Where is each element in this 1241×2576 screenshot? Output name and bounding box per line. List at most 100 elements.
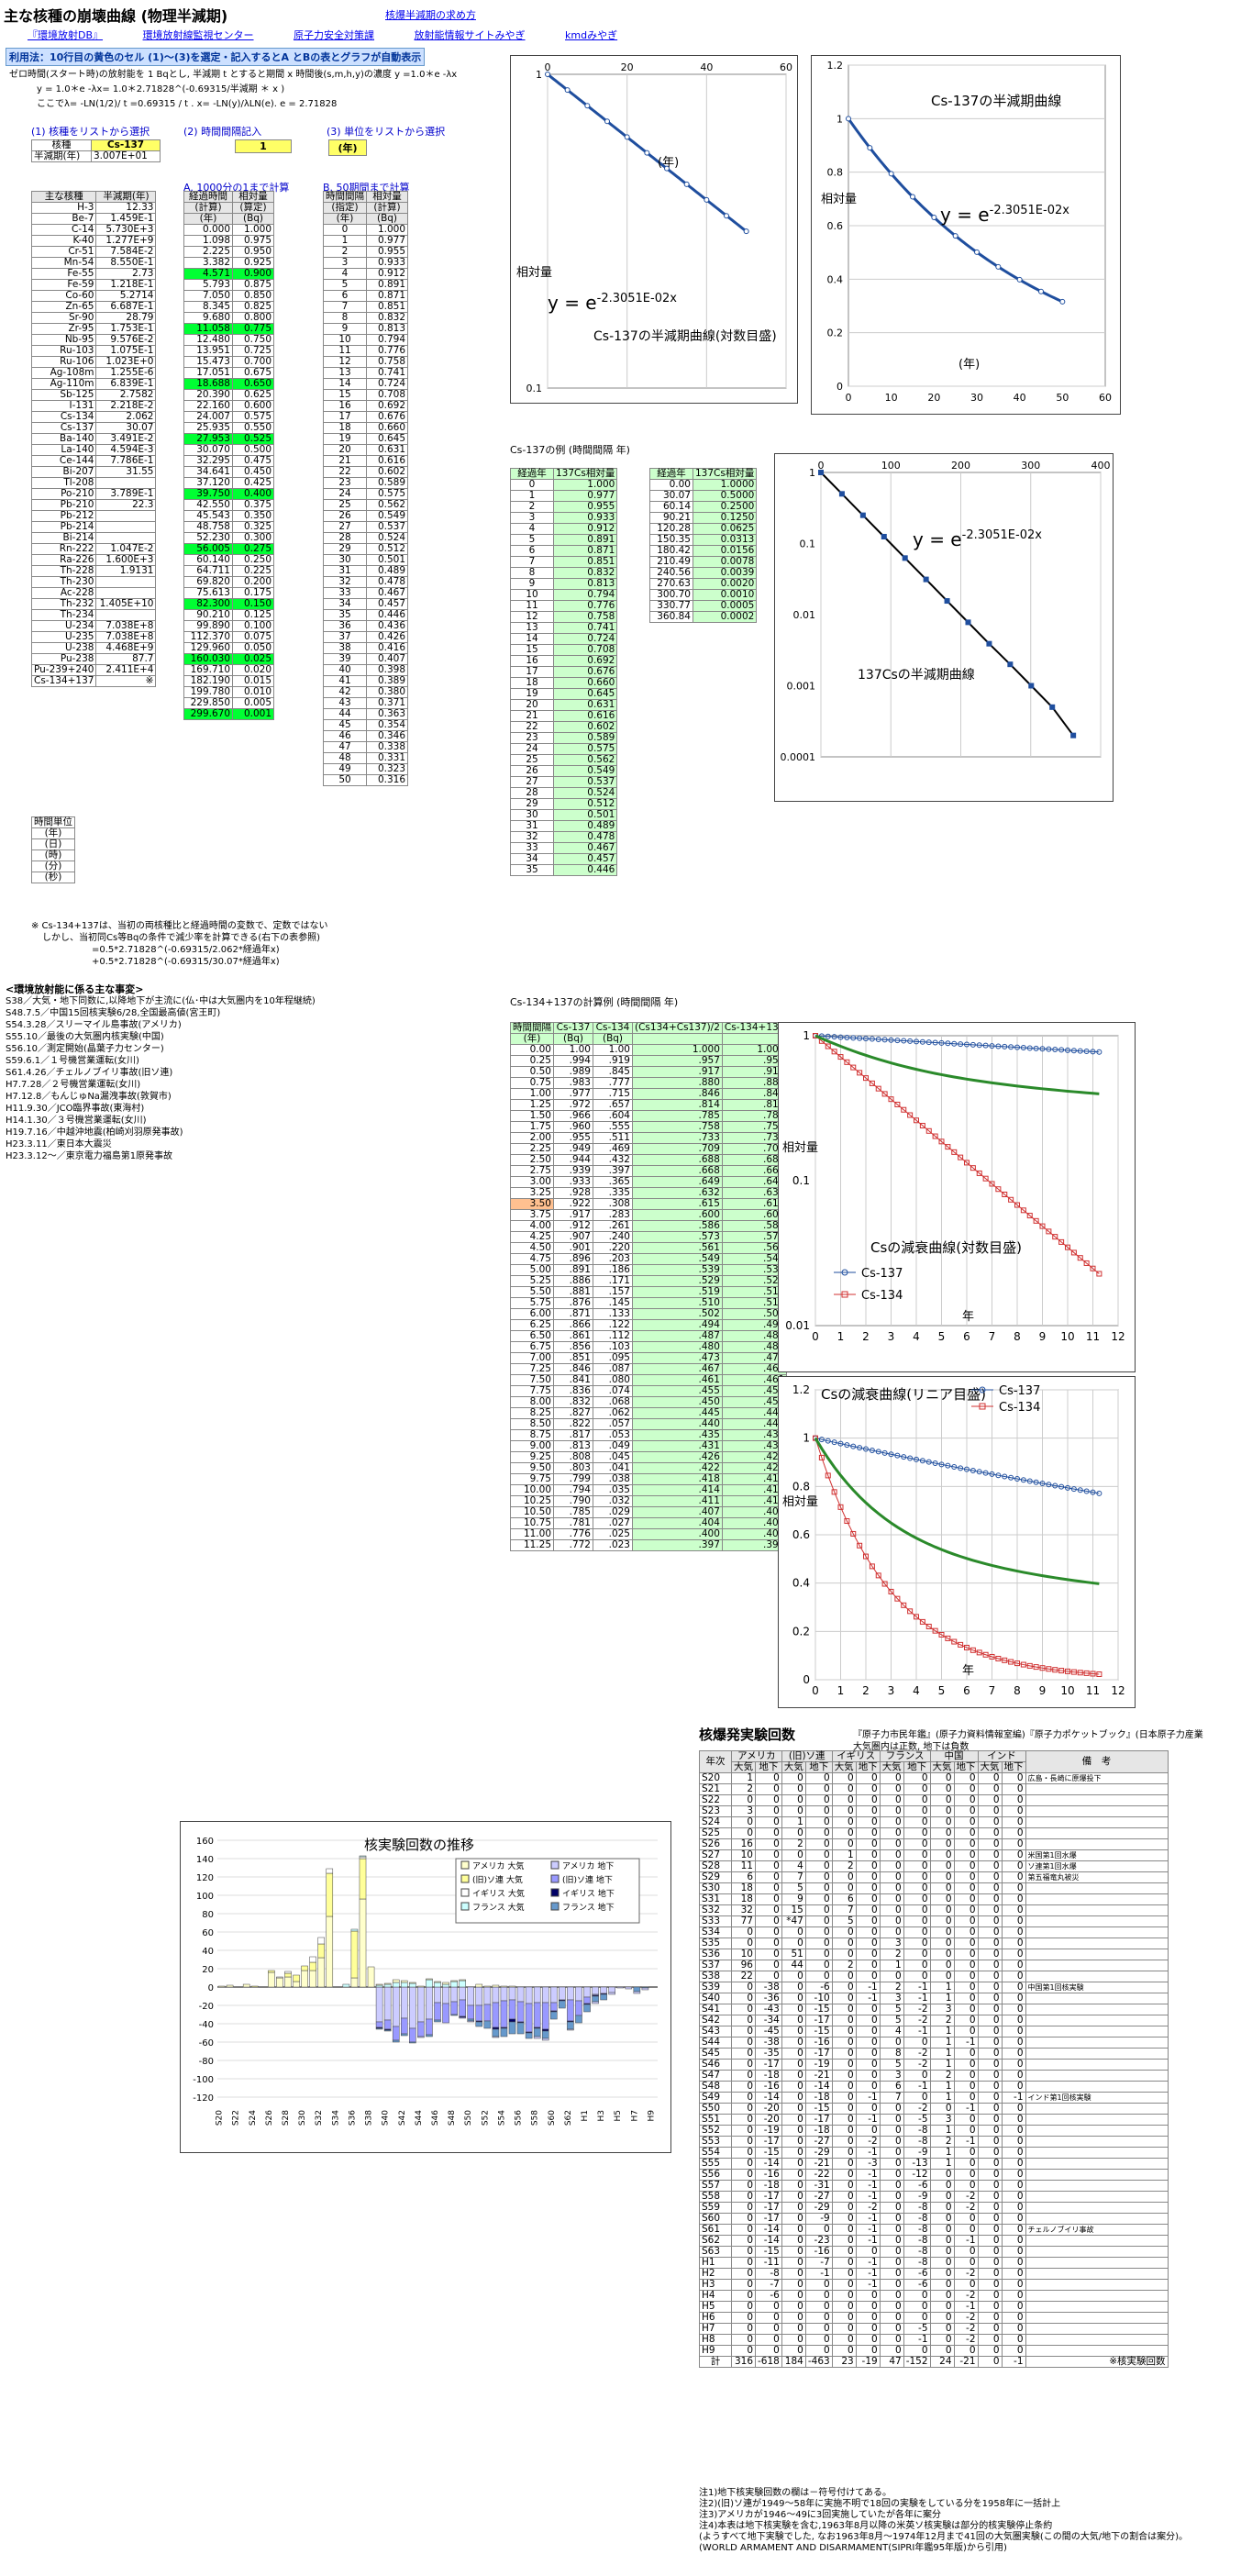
interval-input[interactable]: 1: [235, 139, 292, 153]
link-1[interactable]: 環境放射線監視センター: [142, 29, 254, 41]
count: 0: [781, 2092, 806, 2104]
cs137-bq: .871: [553, 1308, 593, 1320]
note: [1025, 2191, 1169, 2203]
tableB-title: B. 50期間まで計算: [323, 182, 410, 194]
interval: 7: [323, 301, 367, 313]
average: .407: [632, 1506, 723, 1518]
count: 0: [1001, 2158, 1026, 2170]
elapsed-year: 29: [510, 798, 554, 810]
table-row: 1.25.972.657.814.814: [510, 1099, 788, 1111]
count: 0: [731, 2037, 756, 2049]
unit-item[interactable]: (時): [31, 849, 75, 861]
count: 0: [977, 2158, 1003, 2170]
count: 0: [855, 1783, 881, 1795]
cs137-bq: .856: [553, 1341, 593, 1353]
data-point: [1046, 1482, 1052, 1488]
count: 0: [953, 1794, 979, 1806]
table-row: 3.75.917.283.600.600: [510, 1209, 788, 1221]
event-item: H19.7.16／中越沖地震(柏崎刈羽原発事故): [6, 1127, 183, 1138]
year: S30: [699, 1882, 732, 1894]
link-0[interactable]: 『環境放射DB』: [28, 29, 104, 41]
unit-item[interactable]: (日): [31, 838, 75, 850]
data-point: [901, 1602, 907, 1608]
count: 0: [903, 2037, 931, 2049]
series-line: [820, 472, 1074, 737]
year: S22: [699, 1794, 732, 1806]
data-point: [914, 1117, 919, 1124]
count: 6: [731, 1871, 756, 1883]
cs137-bq: .886: [553, 1275, 593, 1287]
bar: [550, 2011, 558, 2020]
data-point: [952, 233, 958, 239]
cs137-amount: 0.562: [552, 754, 618, 766]
nuclide-name: Ba-140: [30, 433, 97, 445]
relative-amount: 0.338: [366, 741, 408, 753]
note: [1025, 1838, 1169, 1850]
cs137-amount: 0.692: [552, 655, 618, 667]
relative-amount: 0.489: [366, 565, 408, 577]
elapsed-time: 25.935: [183, 422, 233, 434]
note: [1025, 1827, 1169, 1839]
step2-label: (2) 時間間隔記入: [183, 126, 262, 138]
elapsed-time: 37.120: [183, 477, 233, 489]
link-3[interactable]: 放射能情報サイトみやぎ: [414, 29, 526, 41]
y-tick-label: 1: [803, 1029, 810, 1042]
count: 0: [831, 2048, 857, 2060]
x-tick-label: 11: [1086, 1330, 1100, 1343]
cs137-example-title: Cs-137の例 (時間間隔 年): [510, 444, 630, 456]
cs137-amount: 0.933: [552, 512, 618, 524]
nuclide-select[interactable]: Cs-137: [91, 139, 161, 151]
year: S28: [699, 1860, 732, 1872]
sum: .510: [721, 1297, 788, 1309]
x-tick-label: 2: [862, 1330, 870, 1343]
count: 0: [903, 2301, 931, 2313]
bar: [342, 1983, 350, 1988]
count: 0: [879, 2147, 904, 2159]
data-point: [982, 1470, 989, 1476]
x-tick-label: 10: [885, 392, 898, 404]
table-row: 0.50.989.845.917.917: [510, 1066, 788, 1078]
count: 0: [977, 1904, 1003, 1916]
sub-ug: 地下: [755, 1761, 782, 1773]
data-point: [989, 1181, 995, 1187]
count: 0: [903, 1772, 931, 1784]
link-4[interactable]: kmdみやぎ: [565, 29, 618, 41]
bar: [375, 1986, 383, 2023]
data-point: [1002, 1043, 1008, 1049]
count: 0: [831, 2191, 857, 2203]
data-point: [604, 118, 610, 125]
chart-title: 137Csの半減期曲線: [858, 667, 975, 683]
nuclide-halflife: 7.584E-2: [95, 246, 157, 258]
nuclide-halflife: 30.07: [95, 422, 157, 434]
halflife-method-link[interactable]: 核爆半減期の求め方: [385, 9, 476, 21]
elapsed-year: 15: [510, 644, 554, 656]
link-2[interactable]: 原子力安全対策課: [294, 29, 375, 41]
bar: [559, 2000, 566, 2009]
bar: [442, 1986, 449, 2004]
count: 0: [781, 2334, 806, 2346]
unit-item[interactable]: (分): [31, 861, 75, 872]
cs137-bq: .851: [553, 1352, 593, 1364]
bar: [459, 1979, 466, 1982]
unit-item[interactable]: (年): [31, 827, 75, 839]
tB-h1c: (年): [323, 213, 367, 225]
bar: [475, 1986, 483, 2006]
relative-amount: 0.776: [366, 345, 408, 357]
relative-amount: 0.416: [366, 642, 408, 654]
interval: 10.00: [510, 1484, 554, 1496]
data-point: [1014, 1476, 1020, 1482]
unit-item[interactable]: (秒): [31, 872, 75, 883]
y-tick-label: 1: [809, 467, 815, 479]
unit-select[interactable]: (年): [328, 139, 367, 156]
